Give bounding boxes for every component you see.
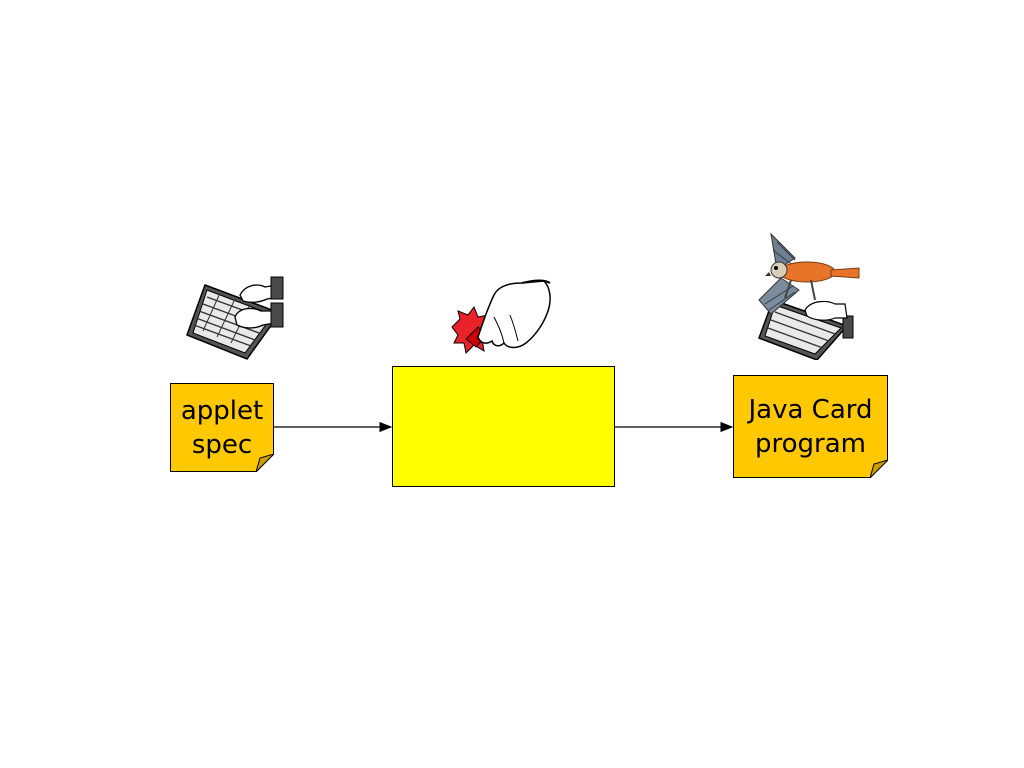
applet-spec-note: applet spec bbox=[170, 383, 274, 472]
falcon-keyboard-icon bbox=[758, 232, 860, 360]
folded-corner-icon bbox=[256, 454, 274, 472]
process-box bbox=[392, 366, 615, 487]
typing-keyboard-icon bbox=[186, 276, 284, 360]
java-card-program-note: Java Card program bbox=[733, 375, 888, 478]
java-card-program-label: Java Card program bbox=[748, 394, 873, 459]
folded-corner-icon bbox=[870, 460, 888, 478]
hand-pressing-button-icon bbox=[451, 279, 551, 355]
applet-spec-label: applet spec bbox=[180, 395, 264, 460]
